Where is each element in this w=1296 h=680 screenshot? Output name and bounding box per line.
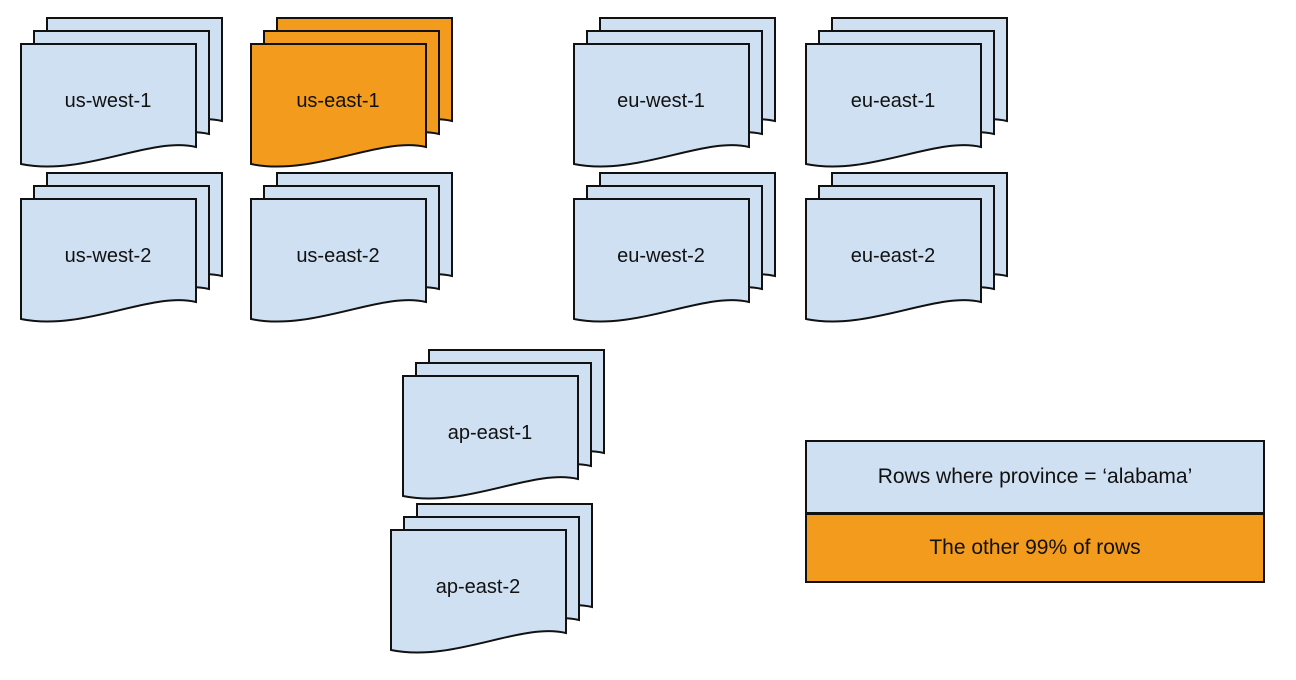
legend-row-alabama: Rows where province = ‘alabama’ — [807, 442, 1263, 512]
legend-label-other-rows: The other 99% of rows — [929, 536, 1141, 559]
document-sheet-front — [20, 198, 197, 323]
region-stack-us-east-1: us-east-1 — [250, 17, 454, 171]
document-stack-icon — [573, 17, 776, 168]
region-stack-ap-east-2: ap-east-2 — [390, 503, 594, 657]
document-sheet-front — [402, 375, 579, 500]
document-sheet-front — [390, 529, 567, 654]
document-stack-icon — [20, 172, 223, 323]
document-stack-icon — [805, 17, 1008, 168]
region-stack-eu-west-1: eu-west-1 — [573, 17, 777, 171]
region-stack-eu-west-2: eu-west-2 — [573, 172, 777, 326]
document-sheet-front — [805, 198, 982, 323]
region-stack-eu-east-2: eu-east-2 — [805, 172, 1009, 326]
region-stack-ap-east-1: ap-east-1 — [402, 349, 606, 503]
region-stack-us-west-1: us-west-1 — [20, 17, 224, 171]
legend-label-alabama: Rows where province = ‘alabama’ — [877, 465, 1193, 488]
legend-row-other-rows: The other 99% of rows — [807, 512, 1263, 581]
document-sheet-front — [573, 198, 750, 323]
document-stack-icon — [402, 349, 605, 500]
region-stack-eu-east-1: eu-east-1 — [805, 17, 1009, 171]
document-sheet-front — [250, 198, 427, 323]
document-sheet-front — [573, 43, 750, 168]
document-stack-icon — [250, 17, 453, 168]
document-sheet-front — [20, 43, 197, 168]
region-stack-us-east-2: us-east-2 — [250, 172, 454, 326]
document-stack-icon — [573, 172, 776, 323]
document-stack-icon — [805, 172, 1008, 323]
document-stack-icon — [250, 172, 453, 323]
legend-table: Rows where province = ‘alabama’ The othe… — [805, 440, 1265, 583]
document-stack-icon — [390, 503, 593, 654]
document-sheet-front — [250, 43, 427, 168]
document-sheet-front — [805, 43, 982, 168]
document-stack-icon — [20, 17, 223, 168]
region-stack-us-west-2: us-west-2 — [20, 172, 224, 326]
